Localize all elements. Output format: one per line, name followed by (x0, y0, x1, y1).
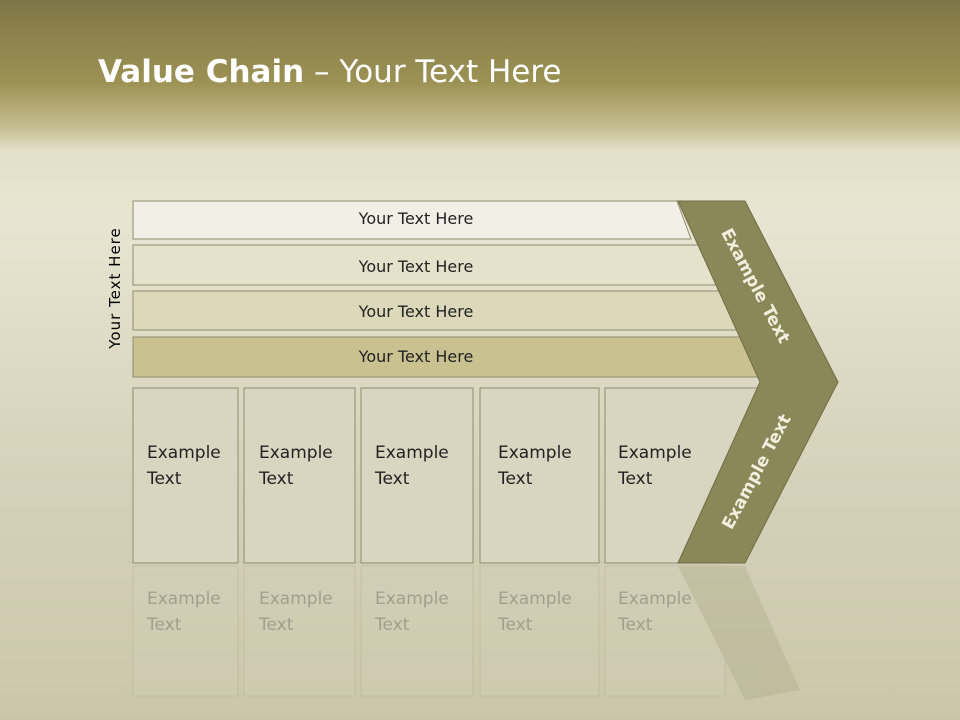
column-label-line1: Example (618, 443, 692, 463)
reflection-line: Text (259, 615, 294, 635)
reflection-line: Example (618, 589, 692, 609)
column-label-line1: Example (498, 443, 572, 463)
title-bold: Value Chain (98, 54, 305, 90)
row-label-2: Your Text Here (358, 257, 474, 276)
row-label-1: Your Text Here (358, 209, 474, 228)
slide-title: Value Chain – Your Text Here (98, 54, 561, 90)
column-box-1 (132, 387, 239, 564)
column-reflection (360, 565, 474, 697)
column-label-line2: Text (259, 469, 294, 489)
reflection-line: Text (375, 615, 410, 635)
column-reflection (604, 565, 726, 697)
row-band-1 (132, 200, 692, 240)
column-label-line2: Text (147, 469, 182, 489)
column-box-3 (360, 387, 474, 564)
reflection-line: Text (498, 615, 533, 635)
reflection-line: Text (147, 615, 182, 635)
reflection-line: Example (498, 589, 572, 609)
column-box-4 (479, 387, 600, 564)
reflection-group (132, 565, 800, 700)
column-label-line1: Example (375, 443, 449, 463)
reflection-line: Text (618, 615, 653, 635)
title-band (0, 0, 960, 150)
column-label-reflection: Text Example (498, 586, 598, 696)
title-rest: – Your Text Here (304, 54, 562, 90)
column-label-reflection: Text Example (259, 586, 359, 696)
column-reflection (132, 565, 239, 697)
column-label-line2: Text (375, 469, 410, 489)
reflection-line: Example (259, 589, 333, 609)
row-label-4: Your Text Here (358, 347, 474, 366)
column-label-line1: Example (259, 443, 333, 463)
chevron-arrow (677, 200, 839, 564)
column-label-line2: Text (618, 469, 653, 489)
column-box-2 (243, 387, 356, 564)
reflection-line: Example (375, 589, 449, 609)
reflection-line: Example (147, 589, 221, 609)
chevron-reflection (678, 566, 800, 700)
column-label-reflection: Text Example (147, 586, 247, 696)
column-label-line1: Example (147, 443, 221, 463)
column-reflection (243, 565, 356, 697)
column-label-reflection: Text Example (375, 586, 475, 696)
column-reflection (479, 565, 600, 697)
column-label-line2: Text (498, 469, 533, 489)
row-label-3: Your Text Here (358, 302, 474, 321)
column-label-reflection: Text Example (618, 586, 718, 696)
